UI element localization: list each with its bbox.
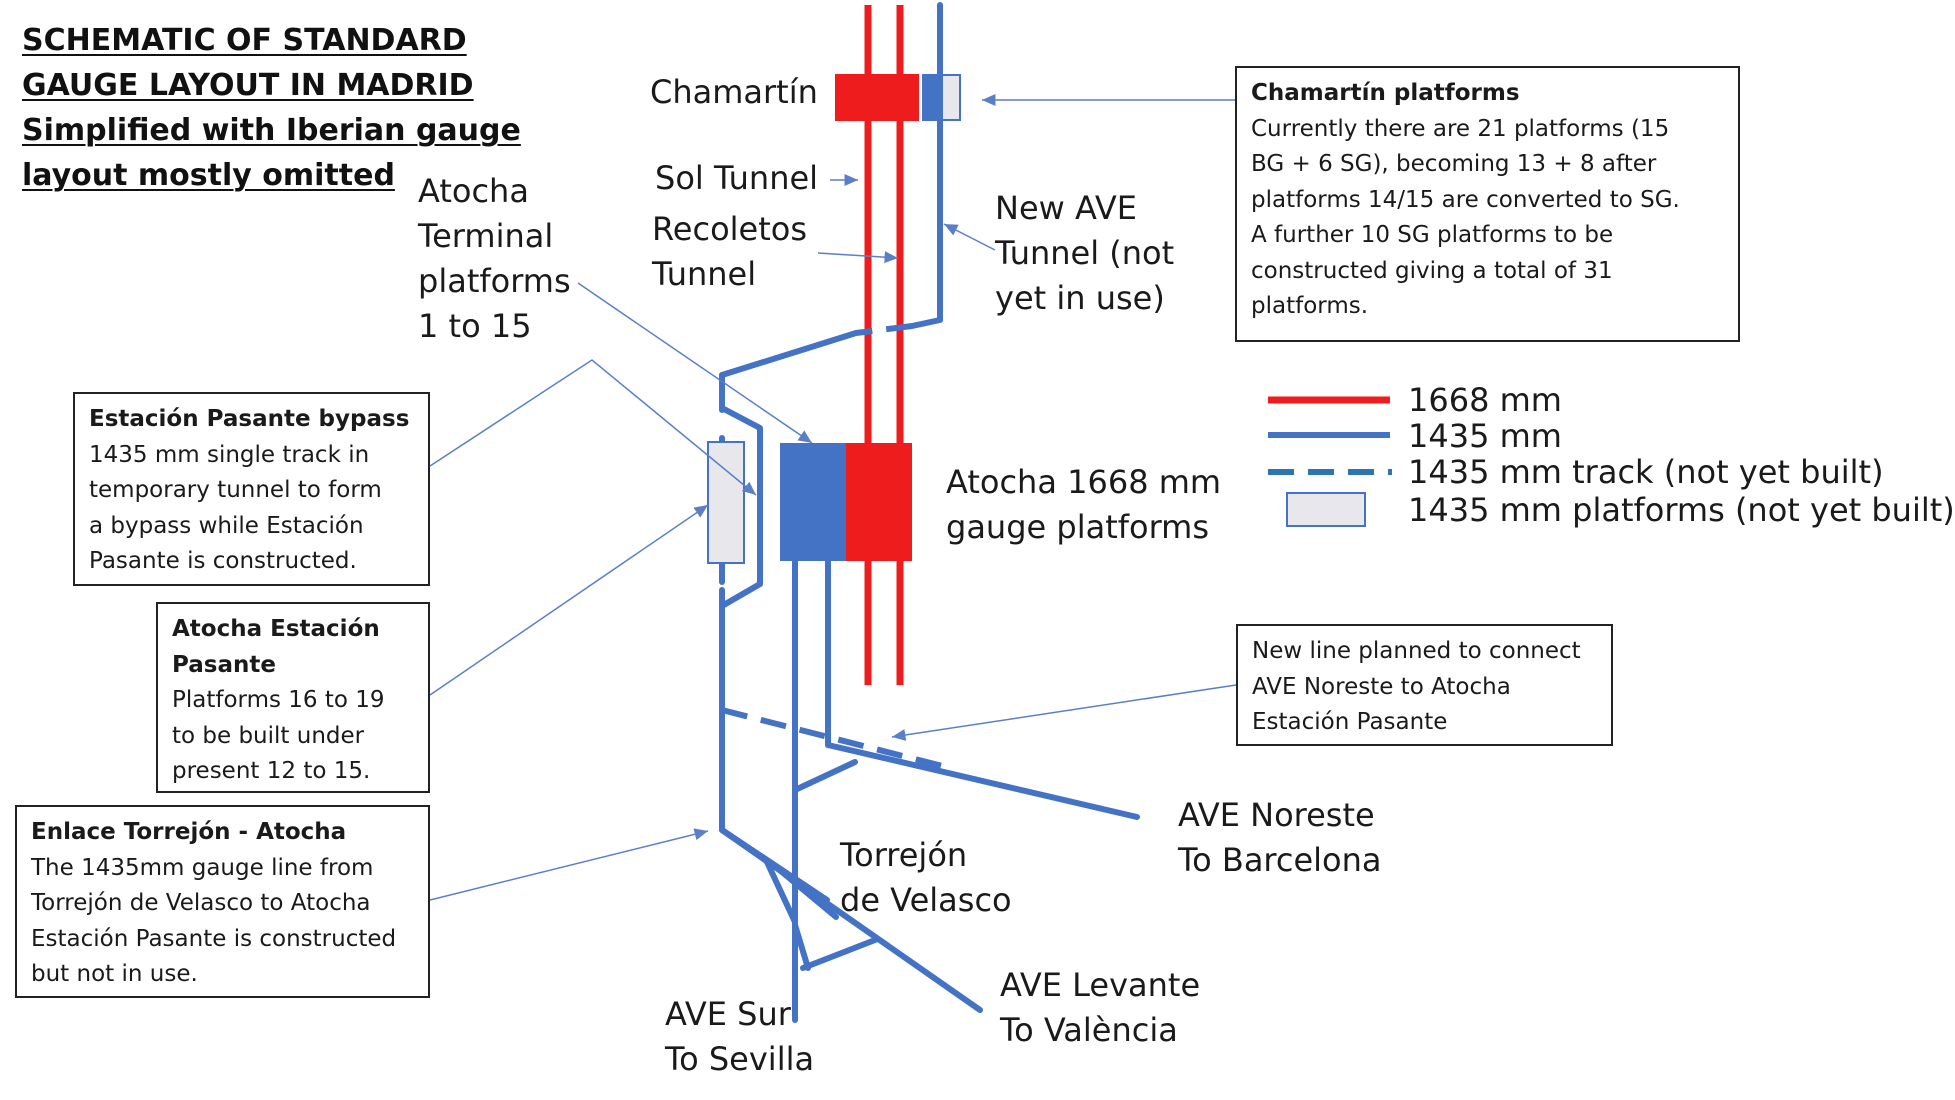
label-atocha-1668: Atocha 1668 mm gauge platforms <box>946 460 1221 550</box>
pointer-atocha-pasante <box>429 504 709 696</box>
label-recoletos-line-1: Recoletos <box>652 210 808 248</box>
bypass-track-top <box>719 330 859 413</box>
pointer-recoletos <box>817 251 899 264</box>
pasante-planned-platform <box>707 441 745 564</box>
legend-1668-label: 1668 mm <box>1408 381 1562 419</box>
label-ave-noreste-line-2: To Barcelona <box>1178 841 1382 879</box>
label-torrejon-line-2: de Velasco <box>840 881 1012 919</box>
label-ave-sur: AVE Sur To Sevilla <box>665 992 814 1082</box>
ave-noreste-track <box>825 742 1140 820</box>
new-line-box-line-3: Estación Pasante <box>1252 709 1448 735</box>
label-ave-levante-line-1: AVE Levante <box>1000 966 1201 1004</box>
bypass-box-line-4: Pasante is constructed. <box>89 548 357 574</box>
new-line-box: New line planned to connect AVE Noreste … <box>1236 624 1613 746</box>
new-line-box-line-1: New line planned to connect <box>1252 638 1581 664</box>
title-line-3: Simplified with Iberian gauge <box>22 113 521 148</box>
title-line-2: GAUGE LAYOUT IN MADRID <box>22 68 474 103</box>
label-chamartin: Chamartín <box>650 73 818 111</box>
label-new-ave-tunnel: New AVE Tunnel (not yet in use) <box>995 186 1174 321</box>
legend-swatches <box>1268 396 1392 527</box>
chamartin-box-line-5: constructed giving a total of 31 <box>1251 257 1613 284</box>
label-recoletos-line-2: Tunnel <box>652 255 757 293</box>
label-ave-noreste: AVE Noreste To Barcelona <box>1178 793 1382 883</box>
legend-platform-swatch <box>1286 492 1366 527</box>
pointer-enlace <box>429 828 709 901</box>
chamartin-box-title: Chamartín platforms <box>1251 80 1520 106</box>
bypass-box-line-3: a bypass while Estación <box>89 512 364 539</box>
noreste-pasante-link-dashed <box>721 707 951 771</box>
chamartin-box-line-6: platforms. <box>1251 293 1369 319</box>
chamartin-box-line-3: platforms 14/15 are converted to SG. <box>1251 186 1680 213</box>
label-atocha-terminal-line-2: Terminal <box>418 217 554 255</box>
pasante-bypass-box: Estación Pasante bypass 1435 mm single t… <box>73 392 430 586</box>
enlace-box-title: Enlace Torrejón - Atocha <box>31 819 347 845</box>
label-atocha-1668-line-2: gauge platforms <box>946 508 1210 546</box>
pasante-track-torrejon <box>767 859 839 920</box>
label-ave-sur-line-2: To Sevilla <box>665 1040 815 1078</box>
torrejon-branch <box>792 922 811 971</box>
bypass-track-right-loop <box>719 405 763 609</box>
label-new-ave-line-3: yet in use) <box>995 279 1165 317</box>
atocha-red-platform <box>846 443 912 561</box>
atocha-pasante-title-1: Atocha Estación <box>172 616 380 642</box>
pointer-lines <box>429 94 1237 901</box>
enlace-box-line-3: Estación Pasante is constructed <box>31 925 397 952</box>
atocha-pasante-box: Atocha Estación Pasante Platforms 16 to … <box>156 602 430 793</box>
label-torrejon: Torrejón de Velasco <box>840 833 1012 923</box>
sur-torrejon-link <box>800 937 878 971</box>
title-line-4: layout mostly omitted <box>22 158 395 193</box>
pointer-new-ave-tunnel <box>943 223 996 251</box>
label-sol-tunnel: Sol Tunnel <box>655 159 819 197</box>
bypass-box-line-2: temporary tunnel to form <box>89 477 382 503</box>
diagram-title: SCHEMATIC OF STANDARD GAUGE LAYOUT IN MA… <box>22 18 521 198</box>
label-ave-levante-line-2: To València <box>1000 1011 1178 1049</box>
label-ave-levante: AVE Levante To València <box>1000 963 1200 1053</box>
label-new-ave-line-2: Tunnel (not <box>995 234 1175 272</box>
chamartin-red-platform <box>835 74 919 121</box>
label-torrejon-line-1: Torrejón <box>840 836 968 874</box>
bypass-box-line-1: 1435 mm single track in <box>89 441 370 468</box>
label-recoletos-tunnel: Recoletos Tunnel <box>652 207 807 297</box>
legend-1435-label: 1435 mm <box>1408 417 1562 455</box>
noreste-link <box>792 759 858 793</box>
enlace-box-line-2: Torrejón de Velasco to Atocha <box>31 890 371 916</box>
atocha-blue-platform <box>780 443 846 561</box>
atocha-pasante-line-3: present 12 to 15. <box>172 758 371 784</box>
chamartin-platforms-box: Chamartín platforms Currently there are … <box>1235 66 1740 342</box>
legend-dashed-label: 1435 mm track (not yet built) <box>1408 453 1884 491</box>
pointer-new-line <box>891 684 1237 741</box>
pointer-atocha-terminal <box>577 282 813 444</box>
label-atocha-terminal: Atocha Terminal platforms 1 to 15 <box>418 169 571 349</box>
legend-platform-label: 1435 mm platforms (not yet built) <box>1408 491 1955 529</box>
atocha-pasante-line-1: Platforms 16 to 19 <box>172 687 385 713</box>
new-line-box-line-2: AVE Noreste to Atocha <box>1252 673 1511 700</box>
label-ave-sur-line-1: AVE Sur <box>665 995 791 1033</box>
atocha-pasante-line-2: to be built under <box>172 722 365 749</box>
label-atocha-terminal-line-3: platforms <box>418 262 571 300</box>
chamartin-box-line-4: A further 10 SG platforms to be <box>1251 222 1614 248</box>
chamartin-planned-platform <box>941 74 961 121</box>
enlace-box-line-1: The 1435mm gauge line from <box>31 854 374 881</box>
planned-tracks <box>721 323 951 771</box>
label-atocha-terminal-line-1: Atocha <box>418 172 529 210</box>
chamartin-box-line-2: BG + 6 SG), becoming 13 + 8 after <box>1251 151 1657 177</box>
new-ave-tunnel-dashed <box>855 323 913 336</box>
new-ave-tunnel-track <box>909 2 943 329</box>
pointer-bypass <box>429 359 757 496</box>
chamartin-box-line-1: Currently there are 21 platforms (15 <box>1251 115 1670 142</box>
sur-diag <box>764 859 798 925</box>
label-new-ave-line-1: New AVE <box>995 189 1137 227</box>
label-atocha-1668-line-1: Atocha 1668 mm <box>946 463 1222 501</box>
title-line-1: SCHEMATIC OF STANDARD <box>22 23 467 58</box>
bypass-box-title: Estación Pasante bypass <box>89 406 410 432</box>
enlace-box: Enlace Torrejón - Atocha The 1435mm gaug… <box>15 805 430 998</box>
atocha-pasante-title-2: Pasante <box>172 651 276 678</box>
enlace-box-line-4: but not in use. <box>31 961 198 987</box>
chamartin-blue-platform <box>922 74 942 121</box>
label-atocha-terminal-line-4: 1 to 15 <box>418 307 532 345</box>
label-ave-noreste-line-1: AVE Noreste <box>1178 796 1375 834</box>
